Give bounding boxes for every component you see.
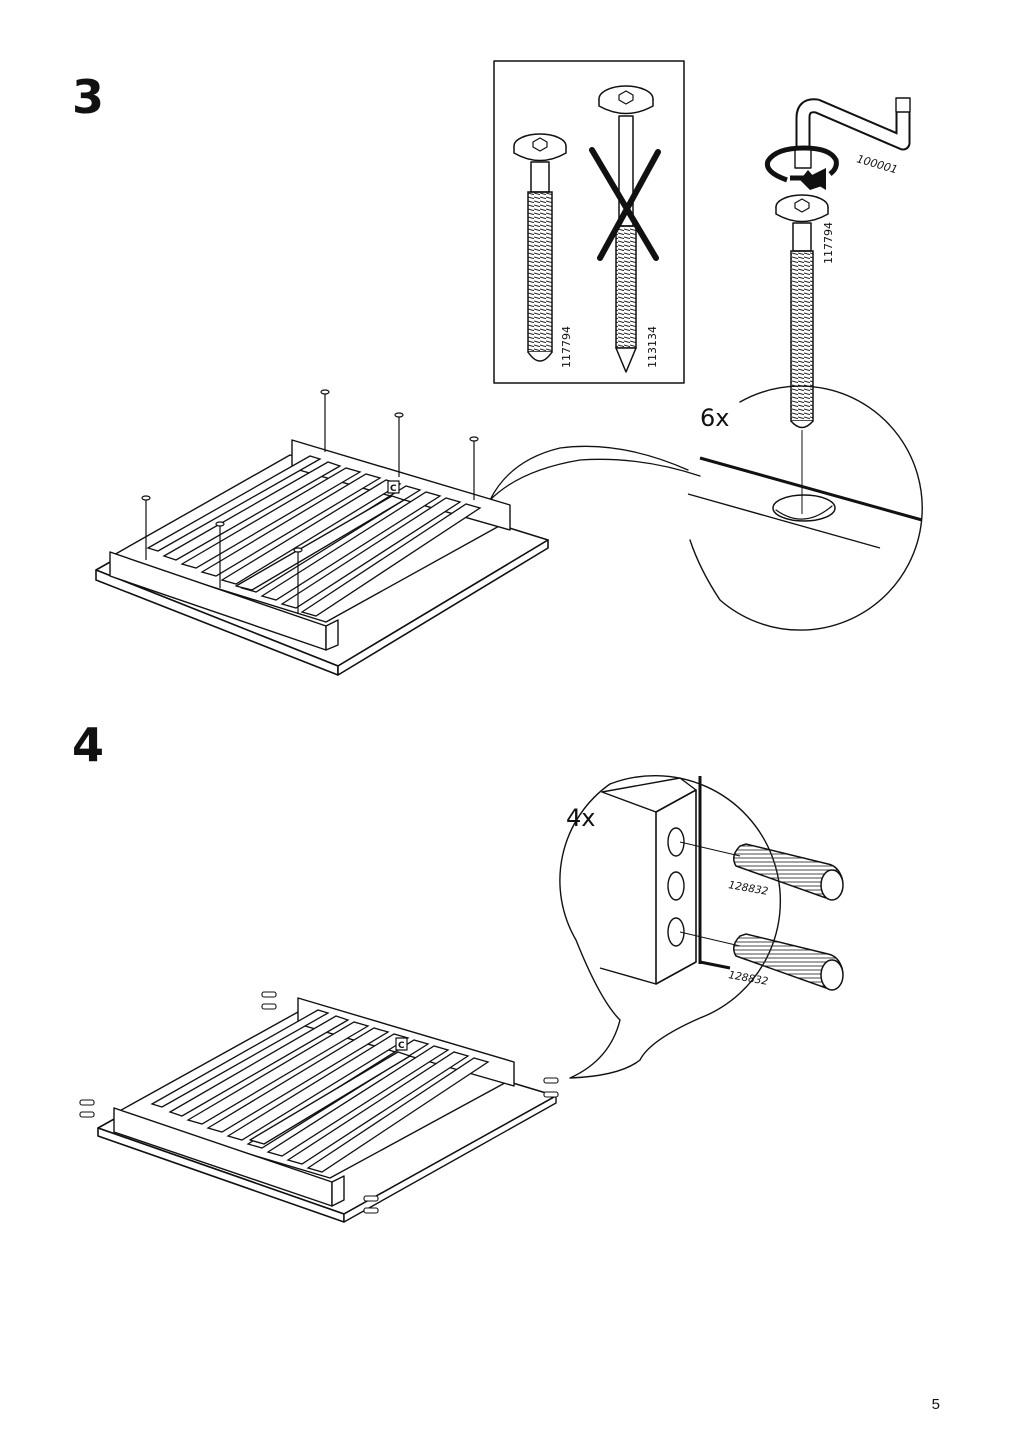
dowel-icon	[733, 933, 844, 991]
step4-quantity: 4x	[566, 804, 595, 832]
allen-key-icon	[794, 97, 911, 169]
step3-quantity: 6x	[700, 404, 729, 432]
rotate-arrow-icon	[764, 145, 839, 190]
bed-base-frame: C	[79, 991, 559, 1223]
step4-part-letter: C	[398, 1041, 405, 1051]
screw-icon	[775, 194, 829, 429]
screw-detail-code: 117794	[822, 222, 835, 264]
step-number-3: 3	[72, 70, 105, 124]
screw-wrong-code: 113134	[646, 326, 659, 368]
detail-callout-circle	[559, 774, 781, 1079]
detail-callout-circle	[489, 385, 923, 631]
cross-mark-icon	[589, 147, 661, 261]
screw-icon	[513, 133, 567, 362]
bed-base-frame: C	[95, 389, 549, 676]
page-number: 5	[931, 1396, 940, 1413]
step-number-4: 4	[72, 718, 105, 772]
screw-comparison-box: 117794 113134	[493, 60, 685, 384]
screw-icon	[598, 85, 654, 373]
step3-part-letter: C	[390, 484, 397, 494]
dowel-icon	[733, 843, 844, 901]
allen-key-code: 100001	[855, 152, 899, 176]
dowel-code-top: 128832	[727, 879, 769, 898]
screw-ok-code: 117794	[560, 326, 573, 368]
